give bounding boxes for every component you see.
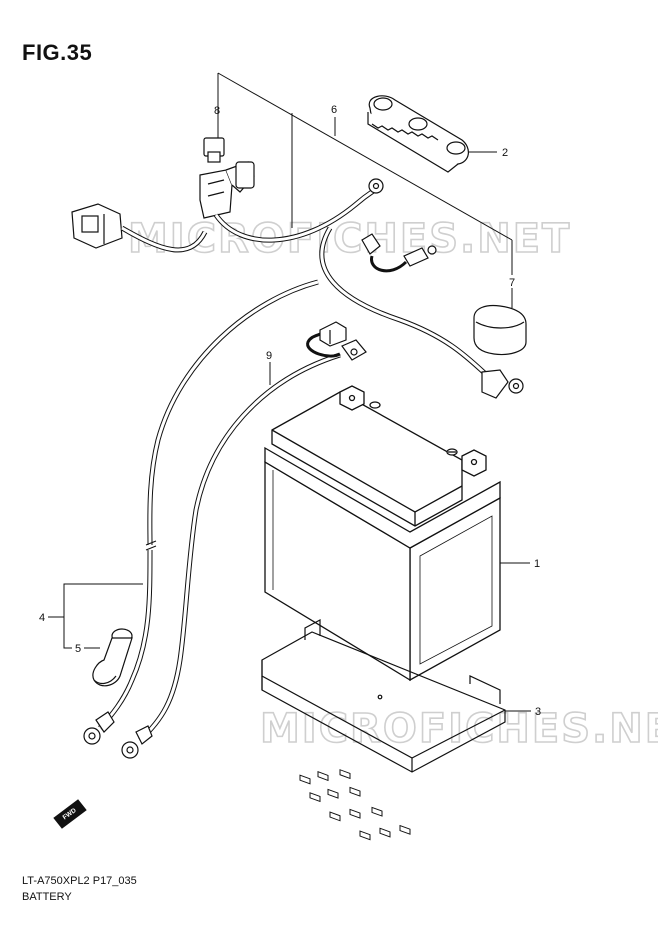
battery-part	[264, 385, 501, 682]
boot-part	[92, 628, 133, 687]
diagram-name: BATTERY	[22, 891, 72, 903]
callout-4: 4	[39, 612, 45, 624]
negative-cable	[319, 226, 524, 399]
callout-7: 7	[509, 277, 515, 289]
forward-direction-badge: FWD	[53, 799, 87, 829]
callout-3: 3	[535, 706, 541, 718]
harness-part	[71, 178, 384, 253]
ground-cable	[121, 321, 367, 759]
watermark-bottom: MICROFICHES.NET	[260, 706, 658, 752]
terminal-cover-part	[367, 95, 469, 173]
sub-connector	[361, 233, 437, 273]
watermark-top: MICROFICHES.NET	[128, 216, 571, 262]
callout-6: 6	[331, 104, 337, 116]
callout-5: 5	[75, 643, 81, 655]
diagram-code: LT-A750XPL2 P17_035	[22, 875, 137, 887]
callout-2: 2	[502, 147, 508, 159]
callout-9: 9	[266, 350, 272, 362]
leader-lines	[48, 72, 531, 712]
callout-8: 8	[214, 105, 220, 117]
battery-tray-part	[261, 619, 506, 841]
fuse-holder-part	[199, 137, 255, 219]
cap-part	[473, 304, 527, 356]
positive-cable	[83, 279, 319, 745]
callout-1: 1	[534, 558, 540, 570]
figure-title: FIG.35	[22, 40, 93, 65]
